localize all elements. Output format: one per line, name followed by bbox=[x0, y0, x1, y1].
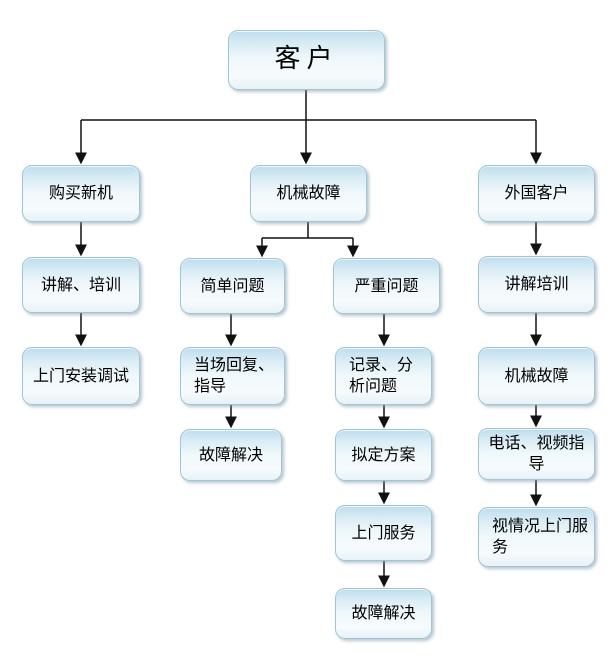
node-serious-problem: 严重问题 bbox=[333, 258, 440, 314]
node-simple-problem: 简单问题 bbox=[180, 258, 285, 314]
node-mechanical-fault: 机械故障 bbox=[250, 165, 367, 222]
node-mechanical-fault-right: 机械故障 bbox=[478, 347, 595, 405]
node-fault-resolved-mid: 故障解决 bbox=[335, 588, 432, 639]
node-onspot-reply-guidance: 当场回复、指导 bbox=[180, 347, 285, 405]
node-foreign-customer: 外国客户 bbox=[478, 165, 595, 222]
node-buy-new-machine: 购买新机 bbox=[22, 165, 140, 222]
node-explain-training-right: 讲解培训 bbox=[478, 256, 595, 313]
node-fault-resolved-left: 故障解决 bbox=[180, 429, 282, 481]
node-onsite-service: 上门服务 bbox=[335, 505, 432, 561]
node-explain-training-left: 讲解、培训 bbox=[22, 257, 140, 313]
node-record-analyze-problem: 记录、分析问题 bbox=[335, 347, 432, 405]
node-make-plan: 拟定方案 bbox=[335, 429, 432, 481]
node-onsite-install-debug: 上门安装调试 bbox=[22, 347, 140, 405]
node-customer: 客户 bbox=[228, 30, 385, 90]
node-onsite-service-as-needed: 视情况上门服务 bbox=[478, 507, 595, 567]
node-phone-video-guidance: 电话、视频指导 bbox=[478, 428, 595, 480]
